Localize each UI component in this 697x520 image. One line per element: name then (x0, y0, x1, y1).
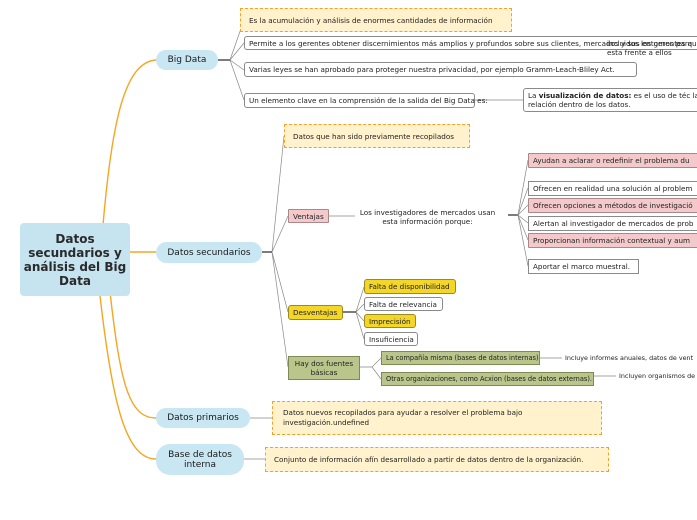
big-data-overlap-note: incluidos los gerentes qu esta frente a … (607, 39, 697, 57)
note-text: Conjunto de información afín desarrollad… (274, 455, 584, 464)
item-text: Varias leyes se han aprobado para proteg… (249, 65, 615, 74)
dark-joints (218, 59, 518, 313)
ventajas-node[interactable]: Ventajas (288, 209, 329, 223)
ventajas-fan (517, 159, 529, 267)
item-text: Un elemento clave en la comprensión de l… (249, 96, 488, 105)
interna-definition-note[interactable]: Conjunto de información afín desarrollad… (265, 447, 609, 472)
ventaja-item[interactable]: Proporcionan información contextual y au… (528, 233, 697, 248)
ventajas-reason[interactable]: Los investigadores de mercados usan esta… (355, 207, 500, 227)
topic-datos-primarios-label: Datos primarios (167, 413, 239, 423)
big-data-privacy-item[interactable]: Varias leyes se han aprobado para proteg… (244, 62, 637, 77)
ventaja-item[interactable]: Aportar el marco muestral. (528, 259, 639, 274)
note-text: Datos nuevos recopilados para ayudar a r… (283, 408, 523, 427)
reason-text: Los investigadores de mercados usan esta… (359, 208, 496, 226)
big-data-key-element-item[interactable]: Un elemento clave en la comprensión de l… (244, 93, 488, 108)
root-topic-label: Datos secundarios y análisis del Big Dat… (23, 231, 127, 288)
fuente-note-text: Incluye informes anuales, datos de vent (565, 353, 694, 362)
desventaja-text: Imprecisión (369, 316, 411, 326)
desventaja-text: Falta de relevancia (369, 299, 437, 309)
note-text: Es la acumulación y análisis de enormes … (249, 15, 493, 25)
topic-base-datos-interna-label: Base de datos interna (168, 449, 232, 470)
ventaja-text: Proporcionan información contextual y au… (533, 236, 691, 245)
topic-base-datos-interna[interactable]: Base de datos interna (156, 444, 244, 475)
fuente-externa-note: Incluyen organismos de (619, 371, 697, 381)
ventaja-item[interactable]: Ofrecen en realidad una solución al prob… (528, 181, 697, 196)
ventaja-text: Alertan al investigador de mercados de p… (533, 219, 694, 228)
secundarios-definition-note[interactable]: Datos que han sido previamente recopilad… (284, 124, 470, 148)
ventaja-text: Aportar el marco muestral. (533, 262, 631, 271)
visualization-term: visualización de datos: (538, 91, 632, 100)
visualization-text: La visualización de datos: es el uso de … (528, 91, 697, 109)
fuente-interna-item[interactable]: La compañía misma (bases de datos intern… (381, 351, 540, 365)
desventaja-item[interactable]: Falta de relevancia (364, 297, 443, 311)
desventajas-node[interactable]: Desventajas (288, 305, 343, 320)
big-data-insights-item[interactable]: Permite a los gerentes obtener discernim… (244, 36, 697, 50)
fuente-text: Otras organizaciones, como Acxion (bases… (386, 374, 592, 383)
desventajas-label: Desventajas (293, 308, 338, 317)
fuente-note-text: Incluyen organismos de (619, 371, 696, 380)
ventaja-text: Ayudan a aclarar o redefinir el problema… (533, 156, 690, 165)
ventaja-item[interactable]: Alertan al investigador de mercados de p… (528, 216, 697, 231)
desventaja-text: Insuficiencia (369, 334, 414, 344)
primarios-definition-note[interactable]: Datos nuevos recopilados para ayudar a r… (272, 401, 602, 435)
note-text: Datos que han sido previamente recopilad… (293, 131, 454, 141)
fuentes-label: Hay dos fuentes básicas (294, 359, 354, 377)
topic-datos-secundarios-label: Datos secundarios (167, 247, 251, 258)
ventaja-item[interactable]: Ofrecen opciones a métodos de investigac… (528, 198, 697, 213)
desventaja-item[interactable]: Imprecisión (364, 314, 416, 328)
topic-big-data[interactable]: Big Data (156, 50, 218, 70)
big-data-definition-note[interactable]: Es la acumulación y análisis de enormes … (240, 8, 512, 32)
topic-big-data-label: Big Data (167, 55, 207, 65)
topic-datos-primarios[interactable]: Datos primarios (156, 408, 250, 428)
desventaja-item[interactable]: Insuficiencia (364, 332, 418, 346)
topic-datos-secundarios[interactable]: Datos secundarios (156, 242, 262, 263)
ventaja-text: Ofrecen opciones a métodos de investigac… (533, 201, 693, 210)
root-topic[interactable]: Datos secundarios y análisis del Big Dat… (20, 223, 130, 296)
ventaja-item[interactable]: Ayudan a aclarar o redefinir el problema… (528, 153, 697, 168)
desventaja-item[interactable]: Falta de disponibilidad (364, 279, 456, 294)
data-visualization-item[interactable]: La visualización de datos: es el uso de … (523, 88, 697, 112)
item-text: Permite a los gerentes obtener discernim… (249, 38, 693, 48)
fuente-externa-item[interactable]: Otras organizaciones, como Acxion (bases… (381, 372, 594, 386)
desventaja-text: Falta de disponibilidad (369, 282, 450, 291)
fuente-text: La compañía misma (bases de datos intern… (386, 353, 539, 362)
visualization-suffix: es el uso de téc la relación dentro de l… (528, 91, 697, 109)
visualization-prefix: La (528, 91, 539, 100)
ventajas-label: Ventajas (293, 211, 324, 221)
fuente-interna-note: Incluye informes anuales, datos de vent (565, 353, 697, 363)
overlap-text: incluidos los gerentes qu esta frente a … (607, 39, 697, 57)
ventaja-text: Ofrecen en realidad una solución al prob… (533, 184, 693, 193)
fuentes-node[interactable]: Hay dos fuentes básicas (288, 356, 360, 380)
